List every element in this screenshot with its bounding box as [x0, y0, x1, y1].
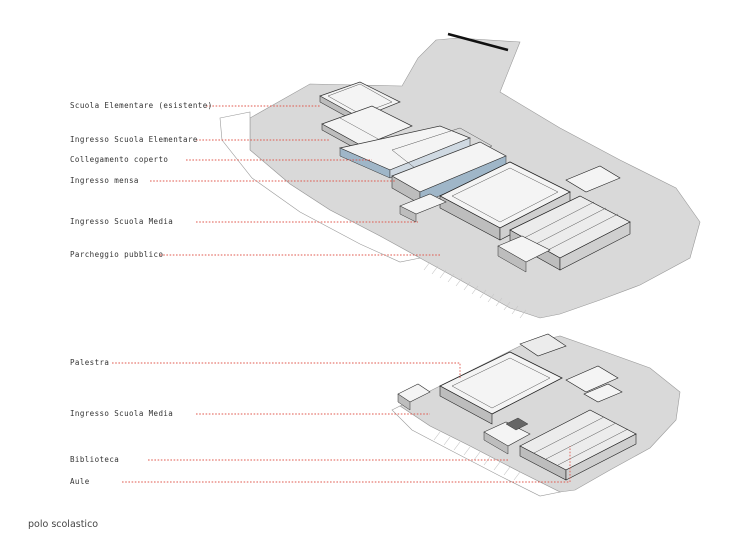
- upper-parking-stripes: [423, 261, 527, 319]
- caption: polo scolastico: [28, 519, 99, 530]
- upper-field-outline: [219, 111, 421, 263]
- lower-axonometric: [391, 333, 681, 497]
- label-collegamento-coperto: Collegamento coperto: [70, 155, 169, 164]
- label-scuola-elementare: Scuola Elementare (esistente): [70, 101, 213, 110]
- upper-middle-school-entrance: [399, 193, 551, 273]
- lower-entrance: [397, 383, 431, 411]
- label-ingresso-mensa: Ingresso mensa: [70, 176, 139, 185]
- upper-axonometric: [219, 32, 701, 319]
- lower-classrooms: [519, 365, 637, 481]
- leader-aule: [122, 446, 571, 483]
- lower-library: [483, 417, 531, 455]
- upper-elementary-school: [319, 81, 413, 153]
- lower-ground-plate: [399, 335, 681, 493]
- leader-palestra: [112, 362, 461, 378]
- lower-parking-stripes: [433, 431, 521, 481]
- label-ingresso-scuola-elementare: Ingresso Scuola Elementare: [70, 135, 198, 144]
- upper-covered-link: [338, 125, 493, 179]
- leader-lines: [112, 105, 571, 483]
- upper-road-edge: [447, 32, 509, 52]
- lower-gym: [439, 333, 567, 425]
- label-palestra: Palestra: [70, 358, 110, 367]
- lower-field-outline: [391, 405, 561, 497]
- label-biblioteca: Biblioteca: [70, 455, 120, 464]
- label-aule: Aule: [70, 477, 90, 486]
- label-parcheggio-pubblico: Parcheggio pubblico: [70, 250, 164, 259]
- label-ingresso-scuola-media-lower: Ingresso Scuola Media: [70, 409, 174, 418]
- label-ingresso-scuola-media-upper: Ingresso Scuola Media: [70, 217, 174, 226]
